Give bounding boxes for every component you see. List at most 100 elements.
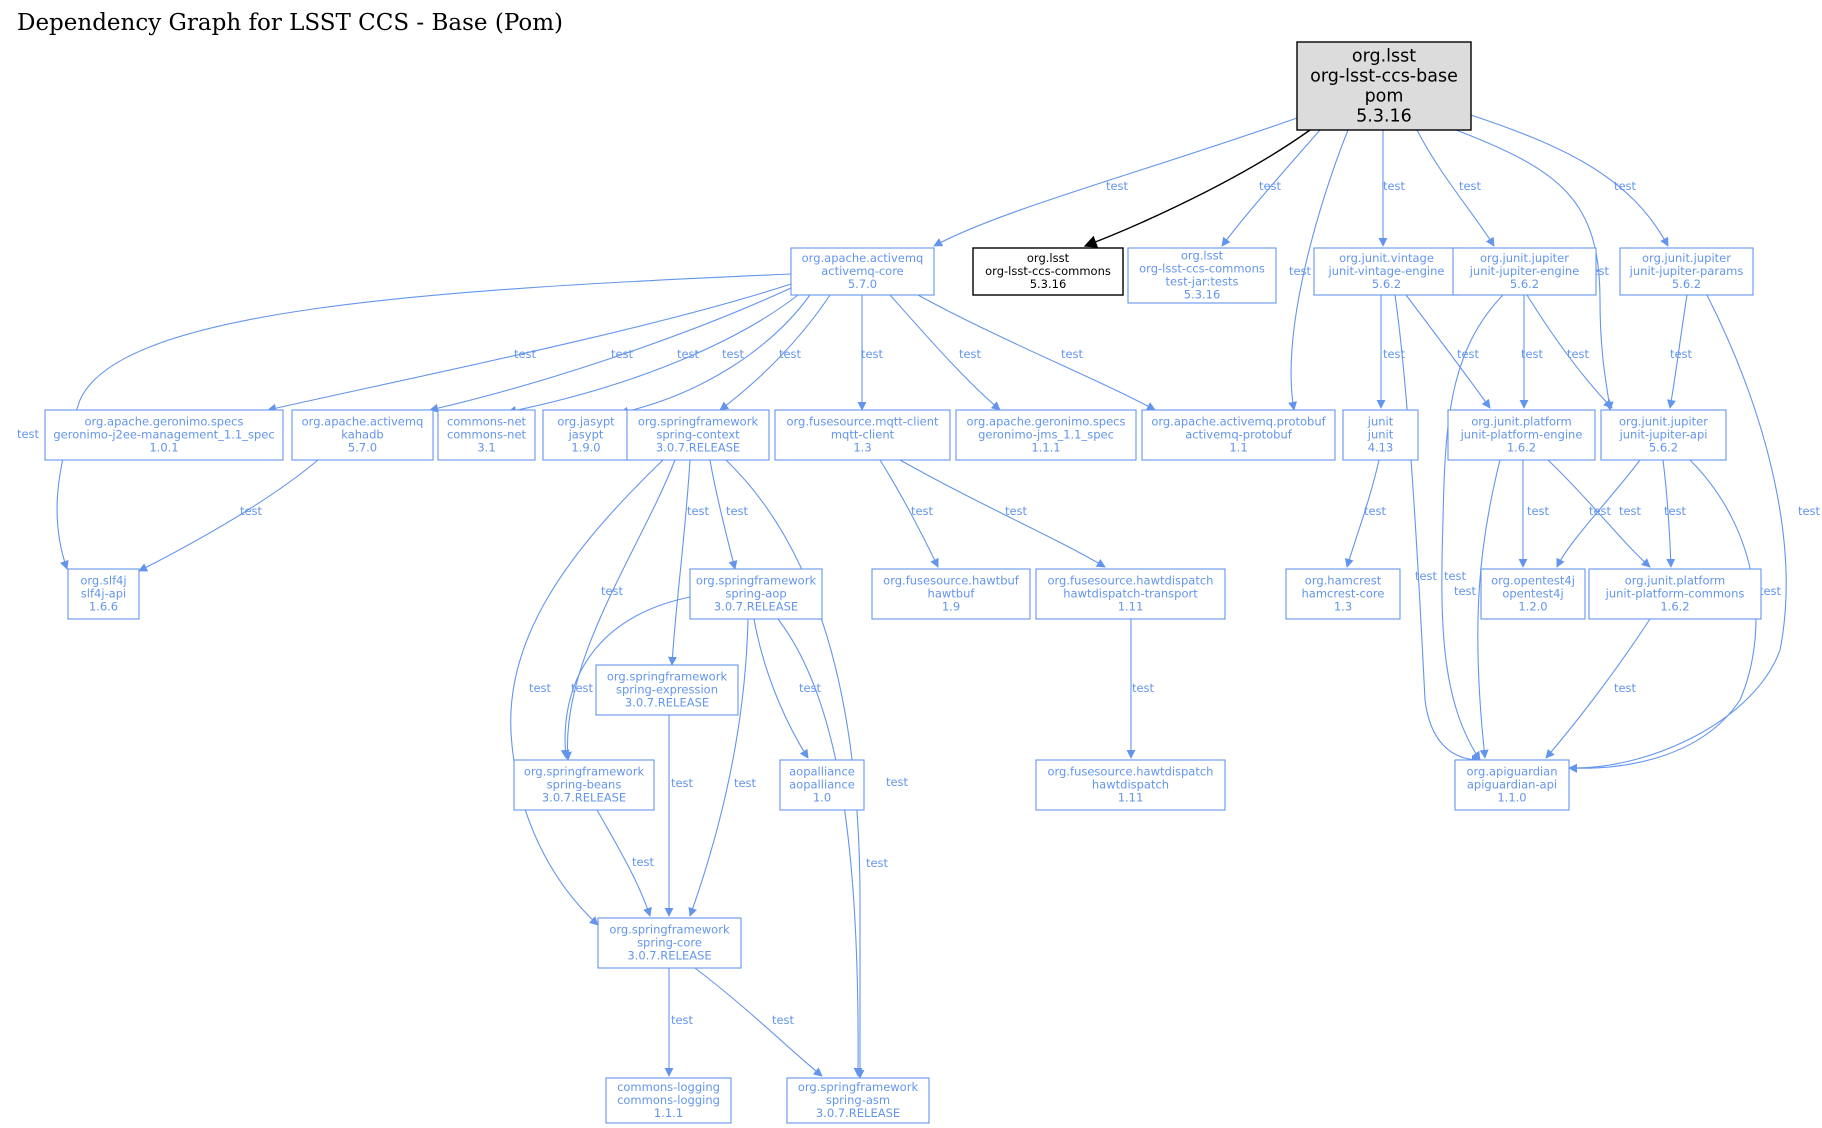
node-box[interactable] (1447, 409, 1596, 461)
node-hawtdispatch-transport[interactable]: org.fusesource.hawtdispatchhawtdispatch-… (1035, 568, 1226, 620)
node-label-line: 5.7.0 (848, 277, 877, 291)
node-box[interactable] (44, 409, 284, 461)
node-label-line: org.fusesource.hawtdispatch (1048, 765, 1214, 779)
node-geronimo-jms[interactable]: org.apache.geronimo.specsgeronimo-jms_1.… (955, 409, 1137, 461)
node-vintage-engine[interactable]: org.junit.vintagejunit-vintage-engine5.6… (1313, 247, 1460, 296)
node-box[interactable] (597, 917, 742, 969)
node-box[interactable] (67, 568, 140, 620)
node-box[interactable] (1588, 568, 1762, 620)
node-label-line: spring-asm (826, 1093, 890, 1107)
node-box[interactable] (1480, 568, 1586, 620)
edge-line (1477, 459, 1501, 759)
node-box[interactable] (513, 759, 655, 811)
edge-kahadb-to-slf4j: test (138, 459, 319, 572)
edge-label: test (1106, 179, 1129, 193)
node-label-line: 1.1 (1229, 441, 1247, 455)
node-box[interactable] (626, 409, 770, 461)
edge-line (1344, 459, 1380, 568)
node-spring-core[interactable]: org.springframeworkspring-core3.0.7.RELE… (597, 917, 742, 969)
node-label-line: spring-context (656, 428, 740, 442)
node-box[interactable] (1127, 247, 1277, 304)
node-box[interactable] (595, 664, 739, 716)
edge-spring-expression-to-spring-core: test (664, 715, 694, 917)
edge-label: test (529, 681, 552, 695)
node-box[interactable] (1600, 409, 1727, 461)
edge-label: test (1670, 347, 1693, 361)
edge-line (1405, 294, 1491, 409)
node-box[interactable] (605, 1077, 732, 1124)
node-box[interactable] (291, 409, 434, 461)
node-box[interactable] (1035, 759, 1226, 811)
node-box[interactable] (779, 759, 865, 811)
node-box[interactable] (437, 409, 536, 461)
node-label-line: junit-jupiter-engine (1469, 264, 1580, 278)
edge-label: test (1005, 504, 1028, 518)
node-label-line: org.fusesource.hawtbuf (883, 574, 1020, 588)
node-box[interactable] (972, 247, 1124, 296)
node-box[interactable] (774, 409, 951, 461)
edge-line (725, 459, 865, 1079)
node-spring-aop[interactable]: org.springframeworkspring-aop3.0.7.RELEA… (689, 568, 823, 620)
node-spring-asm[interactable]: org.springframeworkspring-asm3.0.7.RELEA… (786, 1077, 930, 1124)
edge-line (1666, 294, 1688, 409)
edge-label: test (671, 1013, 694, 1027)
edge-root-to-vintage-engine: test (1378, 130, 1406, 247)
node-box[interactable] (1342, 409, 1419, 461)
node-hawtdispatch[interactable]: org.fusesource.hawtdispatchhawtdispatch1… (1035, 759, 1226, 811)
node-box[interactable] (689, 568, 823, 620)
node-box[interactable] (1619, 247, 1754, 296)
node-jupiter-params[interactable]: org.junit.jupiterjunit-jupiter-params5.6… (1619, 247, 1754, 296)
node-spring-context[interactable]: org.springframeworkspring-context3.0.7.R… (626, 409, 770, 461)
node-box[interactable] (1313, 247, 1460, 296)
node-spring-beans[interactable]: org.springframeworkspring-beans3.0.7.REL… (513, 759, 655, 811)
node-box[interactable] (790, 247, 935, 296)
node-platform-engine[interactable]: org.junit.platformjunit-platform-engine1… (1447, 409, 1596, 461)
edge-label: test (1614, 179, 1637, 193)
edge-label: test (734, 776, 757, 790)
node-platform-commons[interactable]: org.junit.platformjunit-platform-commons… (1588, 568, 1762, 620)
node-label-line: org.junit.platform (1625, 574, 1726, 588)
node-box[interactable] (1452, 247, 1597, 296)
edge-spring-aop-to-spring-beans: test (560, 596, 691, 759)
node-box[interactable] (542, 409, 630, 461)
node-label-line: geronimo-jms_1.1_spec (978, 428, 1114, 442)
node-label-line: 1.0.1 (149, 441, 178, 455)
node-box[interactable] (1285, 568, 1401, 620)
node-jupiter-engine[interactable]: org.junit.jupiterjunit-jupiter-engine5.6… (1452, 247, 1597, 296)
node-ccs-commons-tests[interactable]: org.lsstorg-lsst-ccs-commonstest-jar:tes… (1127, 247, 1277, 304)
node-box[interactable] (1296, 41, 1472, 131)
node-spring-expression[interactable]: org.springframeworkspring-expression3.0.… (595, 664, 739, 716)
node-box[interactable] (786, 1077, 930, 1124)
edge-line (889, 294, 1001, 411)
node-box[interactable] (871, 568, 1031, 620)
edge-line (719, 294, 831, 411)
node-label-line: org.apache.geronimo.specs (967, 415, 1126, 429)
node-label-line: junit (1367, 415, 1394, 429)
node-label-line: org.springframework (696, 574, 817, 588)
node-box[interactable] (1141, 409, 1336, 461)
node-geronimo-j2ee[interactable]: org.apache.geronimo.specsgeronimo-j2ee-m… (44, 409, 284, 461)
node-box[interactable] (1035, 568, 1226, 620)
edge-line (667, 459, 691, 666)
node-box[interactable] (1454, 759, 1570, 811)
node-activemq-protobuf[interactable]: org.apache.activemq.protobufactivemq-pro… (1141, 409, 1336, 461)
edge-label: test (1798, 504, 1821, 518)
node-box[interactable] (955, 409, 1137, 461)
edge-line (510, 459, 664, 926)
